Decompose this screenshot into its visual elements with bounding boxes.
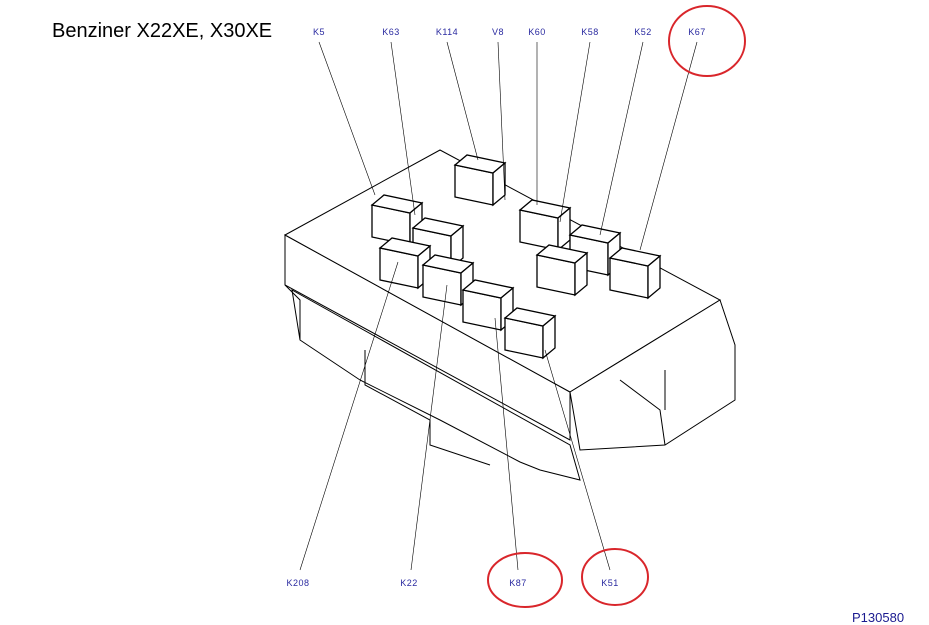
leader-line — [494, 317, 519, 571]
diagram-title: Benziner X22XE, X30XE — [52, 20, 273, 42]
relay — [608, 247, 662, 300]
label-k52: K52 — [634, 27, 652, 37]
leader-line — [559, 41, 591, 223]
leader-line — [318, 41, 376, 196]
label-k114: K114 — [435, 27, 459, 37]
label-k60: K60 — [528, 27, 546, 37]
label-k67: K67 — [688, 27, 706, 37]
label-k5: K5 — [312, 27, 326, 37]
label-v8: V8 — [491, 27, 505, 37]
leader-line — [390, 41, 416, 216]
label-k208: K208 — [286, 578, 310, 588]
highlight-k67 — [668, 5, 746, 77]
leader-line — [446, 41, 479, 161]
highlight-k87 — [487, 552, 563, 608]
label-k87: K87 — [509, 578, 527, 588]
relays — [370, 154, 662, 360]
leader-line — [599, 41, 644, 236]
relay — [503, 307, 557, 360]
label-k51: K51 — [601, 578, 619, 588]
label-k58: K58 — [581, 27, 599, 37]
reference-number: P130580 — [852, 610, 905, 625]
leader-line — [497, 41, 506, 201]
label-k63: K63 — [382, 27, 400, 37]
leader-line — [639, 41, 698, 251]
leader-lines — [299, 41, 698, 571]
label-k22: K22 — [400, 578, 418, 588]
relay — [461, 279, 515, 332]
highlight-k51 — [581, 548, 649, 606]
relay — [518, 199, 572, 252]
highlight-circles — [487, 5, 746, 608]
relay — [453, 154, 507, 207]
relay — [421, 254, 475, 307]
leader-line — [410, 284, 448, 571]
relay — [535, 244, 589, 297]
leader-line — [299, 261, 399, 571]
leader-line — [544, 349, 611, 571]
